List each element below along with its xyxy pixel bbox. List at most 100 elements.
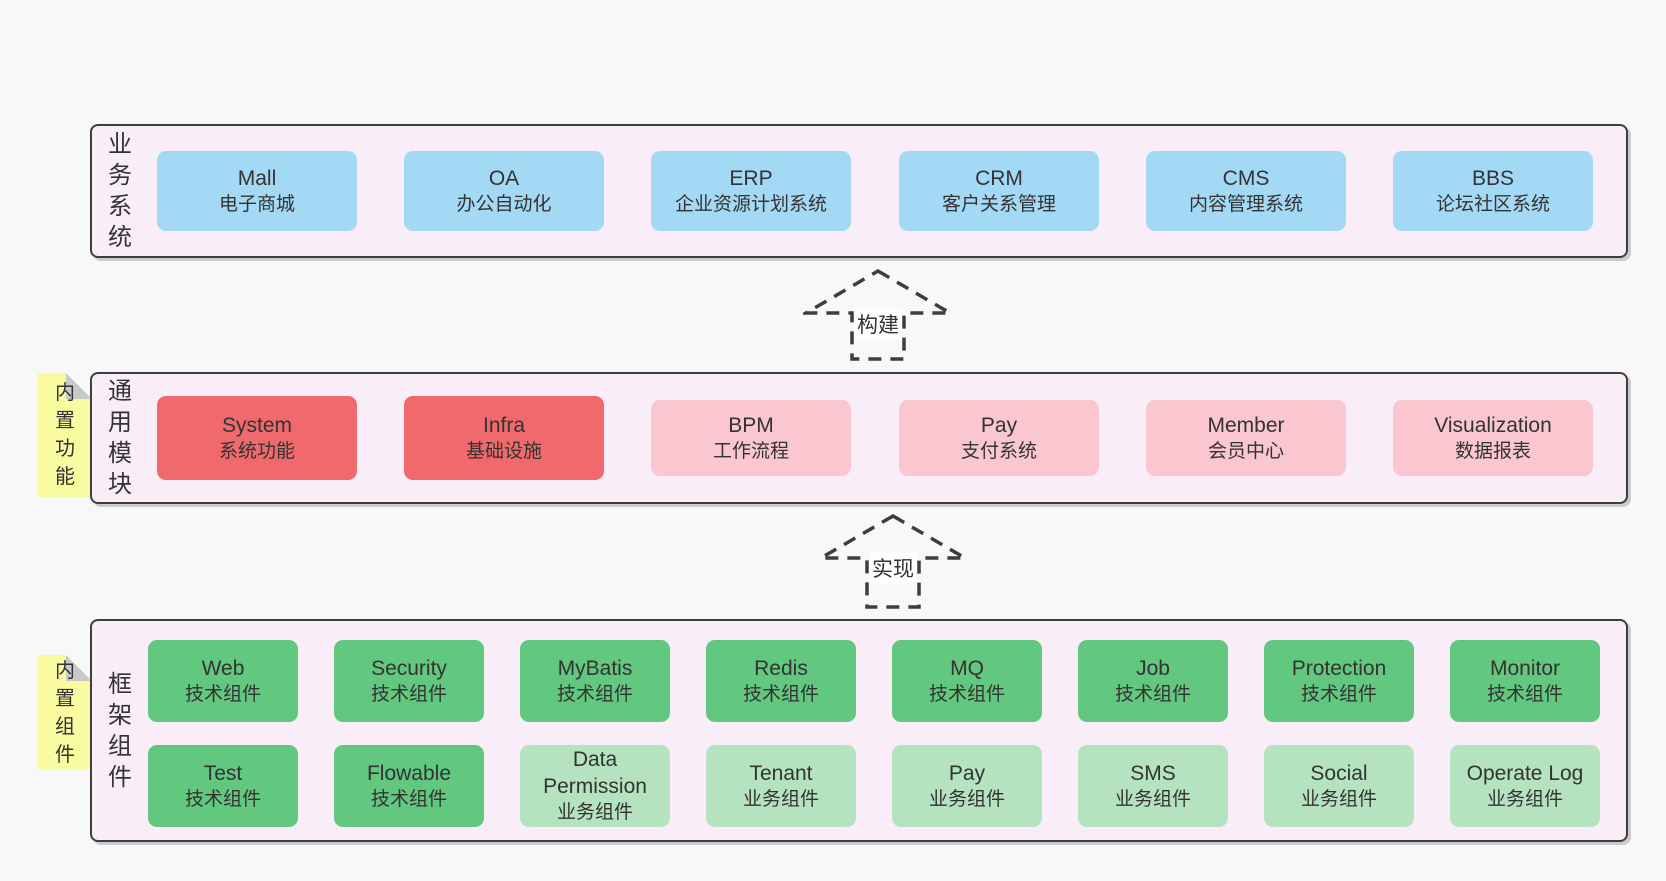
box-subtitle: 工作流程 — [712, 440, 789, 462]
box-title: Job — [1136, 656, 1170, 680]
box-title: Protection — [1291, 656, 1387, 680]
box-subtitle: 电子商城 — [218, 193, 295, 215]
box-subtitle: 支付系统 — [960, 440, 1037, 462]
box-subtitle: 技术组件 — [370, 788, 447, 810]
box-subtitle: 业务组件 — [1114, 788, 1191, 810]
box-title: Tenant — [749, 761, 813, 785]
sticky-note-builtin-components: 内置组件 — [38, 655, 92, 770]
box-bbs: BBS 论坛社区系统 — [1393, 151, 1593, 231]
panel-framework-components: 框架组件 Web 技术组件 Security 技术组件 MyBatis 技术组件… — [90, 619, 1628, 842]
box-title: Monitor — [1489, 656, 1561, 680]
box-data-permission: Data Permission 业务组件 — [520, 745, 670, 827]
box-title: System — [221, 413, 292, 437]
box-social: Social 业务组件 — [1264, 745, 1414, 827]
box-bpm: BPM 工作流程 — [651, 400, 851, 476]
box-subtitle: 业务组件 — [1486, 788, 1563, 810]
panel-common-modules: 通用模块 System 系统功能 Infra 基础设施 BPM 工作流程 Pay… — [90, 372, 1628, 504]
box-subtitle: 客户关系管理 — [941, 193, 1056, 215]
box-system: System 系统功能 — [157, 396, 357, 480]
box-web: Web 技术组件 — [148, 640, 298, 722]
box-erp: ERP 企业资源计划系统 — [651, 151, 851, 231]
box-title: SMS — [1130, 761, 1176, 785]
box-title: BPM — [728, 413, 774, 437]
sticky-note-builtin-features: 内置功能 — [38, 373, 92, 497]
box-subtitle: 技术组件 — [742, 683, 819, 705]
box-flowable: Flowable 技术组件 — [334, 745, 484, 827]
box-pay-component: Pay 业务组件 — [892, 745, 1042, 827]
sticky-note-label: 内置组件 — [55, 659, 75, 766]
box-pay-system: Pay 支付系统 — [899, 400, 1099, 476]
box-subtitle: 技术组件 — [556, 683, 633, 705]
box-title: Data Permission — [543, 748, 647, 798]
box-title: CRM — [975, 166, 1023, 190]
box-title: Test — [203, 761, 243, 785]
box-cms: CMS 内容管理系统 — [1146, 151, 1346, 231]
box-test: Test 技术组件 — [148, 745, 298, 827]
box-job: Job 技术组件 — [1078, 640, 1228, 722]
arrow-build-label: 构建 — [854, 308, 902, 340]
box-title: Pay — [948, 761, 986, 785]
box-subtitle: 技术组件 — [1486, 683, 1563, 705]
box-subtitle: 业务组件 — [742, 788, 819, 810]
box-subtitle: 业务组件 — [556, 802, 633, 823]
box-subtitle: 技术组件 — [370, 683, 447, 705]
box-title: Visualization — [1434, 413, 1552, 437]
arrow-implement-label: 实现 — [869, 552, 917, 584]
arrow-up-dashed-implement — [818, 513, 968, 610]
panel-framework-components-label: 框架组件 — [108, 670, 132, 791]
box-title: CMS — [1222, 166, 1270, 190]
box-protection: Protection 技术组件 — [1264, 640, 1414, 722]
panel-business-systems-label: 业务系统 — [108, 131, 132, 251]
box-title: ERP — [729, 166, 773, 190]
arrow-up-dashed-icon — [803, 268, 953, 361]
box-crm: CRM 客户关系管理 — [899, 151, 1099, 231]
box-title: Security — [371, 656, 447, 680]
box-title: BBS — [1471, 166, 1515, 190]
box-monitor: Monitor 技术组件 — [1450, 640, 1600, 722]
box-tenant: Tenant 业务组件 — [706, 745, 856, 827]
box-subtitle: 业务组件 — [928, 788, 1005, 810]
box-subtitle: 办公自动化 — [456, 193, 552, 215]
box-subtitle: 内容管理系统 — [1188, 193, 1303, 215]
box-subtitle: 系统功能 — [218, 440, 295, 462]
box-member: Member 会员中心 — [1146, 400, 1346, 476]
box-infra: Infra 基础设施 — [404, 396, 604, 480]
arrow-up-dashed-icon — [818, 513, 968, 609]
box-title: Operate Log — [1466, 761, 1584, 785]
box-title: Infra — [482, 413, 526, 437]
box-mq: MQ 技术组件 — [892, 640, 1042, 722]
box-subtitle: 技术组件 — [1300, 683, 1377, 705]
box-redis: Redis 技术组件 — [706, 640, 856, 722]
box-mall: Mall 电子商城 — [157, 151, 357, 231]
box-subtitle: 技术组件 — [1114, 683, 1191, 705]
box-title: Redis — [754, 656, 808, 680]
arrow-up-dashed-build — [803, 268, 953, 362]
box-title: Member — [1207, 413, 1285, 437]
box-subtitle: 数据报表 — [1454, 440, 1531, 462]
box-subtitle: 企业资源计划系统 — [674, 193, 827, 215]
box-title: Flowable — [366, 761, 452, 785]
box-subtitle: 技术组件 — [184, 683, 261, 705]
box-subtitle: 技术组件 — [928, 683, 1005, 705]
box-mybatis: MyBatis 技术组件 — [520, 640, 670, 722]
sticky-note-label: 内置功能 — [55, 382, 75, 488]
box-subtitle: 基础设施 — [465, 440, 542, 462]
box-title: Pay — [980, 413, 1018, 437]
box-visualization: Visualization 数据报表 — [1393, 400, 1593, 476]
box-title: MyBatis — [557, 656, 633, 680]
box-security: Security 技术组件 — [334, 640, 484, 722]
panel-business-systems: 业务系统 Mall 电子商城 OA 办公自动化 ERP 企业资源计划系统 CRM… — [90, 124, 1628, 258]
box-subtitle: 会员中心 — [1207, 440, 1284, 462]
box-oa: OA 办公自动化 — [404, 151, 604, 231]
box-title: OA — [488, 166, 520, 190]
box-title: Mall — [237, 166, 277, 190]
box-subtitle: 论坛社区系统 — [1435, 193, 1550, 215]
box-title: MQ — [950, 656, 984, 680]
box-subtitle: 技术组件 — [184, 788, 261, 810]
panel-common-modules-label: 通用模块 — [108, 378, 132, 498]
box-title: Social — [1310, 761, 1368, 785]
box-title: Web — [201, 656, 245, 680]
box-subtitle: 业务组件 — [1300, 788, 1377, 810]
box-sms: SMS 业务组件 — [1078, 745, 1228, 827]
